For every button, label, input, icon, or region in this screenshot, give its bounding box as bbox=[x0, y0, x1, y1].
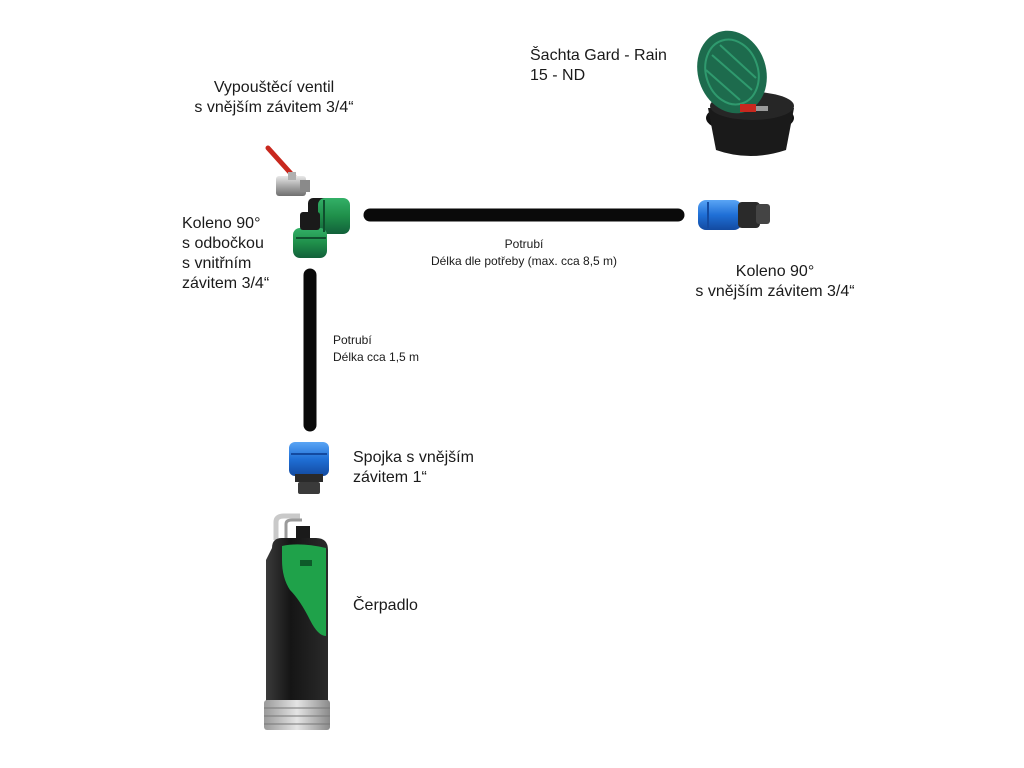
submersible-pump-icon bbox=[264, 513, 330, 730]
label-coupling-line1: Spojka s vnějším bbox=[353, 449, 474, 466]
label-elbow-branch-line3: s vnitřním bbox=[182, 255, 252, 272]
label-drain-valve-line2: s vnějším závitem 3/4“ bbox=[194, 99, 354, 116]
label-pipe-horizontal-line2: Délka dle potřeby (max. cca 8,5 m) bbox=[430, 254, 618, 268]
label-elbow-outer-line1: Koleno 90° bbox=[735, 263, 815, 280]
label-elbow-branch-line1: Koleno 90° bbox=[182, 215, 261, 232]
coupling-blue-icon bbox=[289, 442, 329, 494]
label-elbow-branch-line2: s odbočkou bbox=[182, 235, 264, 252]
label-pipe-vertical: Potrubí Délka cca 1,5 m bbox=[333, 332, 419, 366]
label-drain-valve-line1: Vypouštěcí ventil bbox=[213, 79, 335, 96]
label-pipe-horizontal: Potrubí Délka dle potřeby (max. cca 8,5 … bbox=[420, 236, 628, 270]
ball-valve-icon bbox=[265, 145, 310, 196]
label-elbow-outer-line2: s vnějším závitem 3/4“ bbox=[695, 283, 855, 300]
elbow-fitting-blue-icon bbox=[698, 200, 770, 230]
valve-shaft-box-icon bbox=[697, 30, 794, 156]
label-elbow-branch: Koleno 90° s odbočkou s vnitřním závitem… bbox=[182, 214, 269, 294]
label-pipe-vertical-line1: Potrubí bbox=[333, 333, 372, 347]
label-shaft-line1: Šachta Gard - Rain bbox=[530, 47, 667, 64]
label-pump-line1: Čerpadlo bbox=[353, 597, 418, 614]
label-pipe-horizontal-line1: Potrubí bbox=[504, 237, 544, 251]
elbow-fitting-green-icon bbox=[293, 198, 350, 258]
label-coupling-line2: závitem 1“ bbox=[353, 469, 427, 486]
label-pipe-vertical-line2: Délka cca 1,5 m bbox=[333, 350, 420, 364]
label-pump: Čerpadlo bbox=[353, 596, 418, 616]
label-shaft: Šachta Gard - Rain 15 - ND bbox=[530, 46, 667, 86]
label-drain-valve: Vypouštěcí ventil s vnějším závitem 3/4“ bbox=[186, 78, 362, 118]
label-elbow-outer: Koleno 90° s vnějším závitem 3/4“ bbox=[686, 262, 864, 302]
label-shaft-line2: 15 - ND bbox=[530, 67, 586, 84]
label-coupling: Spojka s vnějším závitem 1“ bbox=[353, 448, 474, 488]
label-elbow-branch-line4: závitem 3/4“ bbox=[182, 275, 270, 292]
